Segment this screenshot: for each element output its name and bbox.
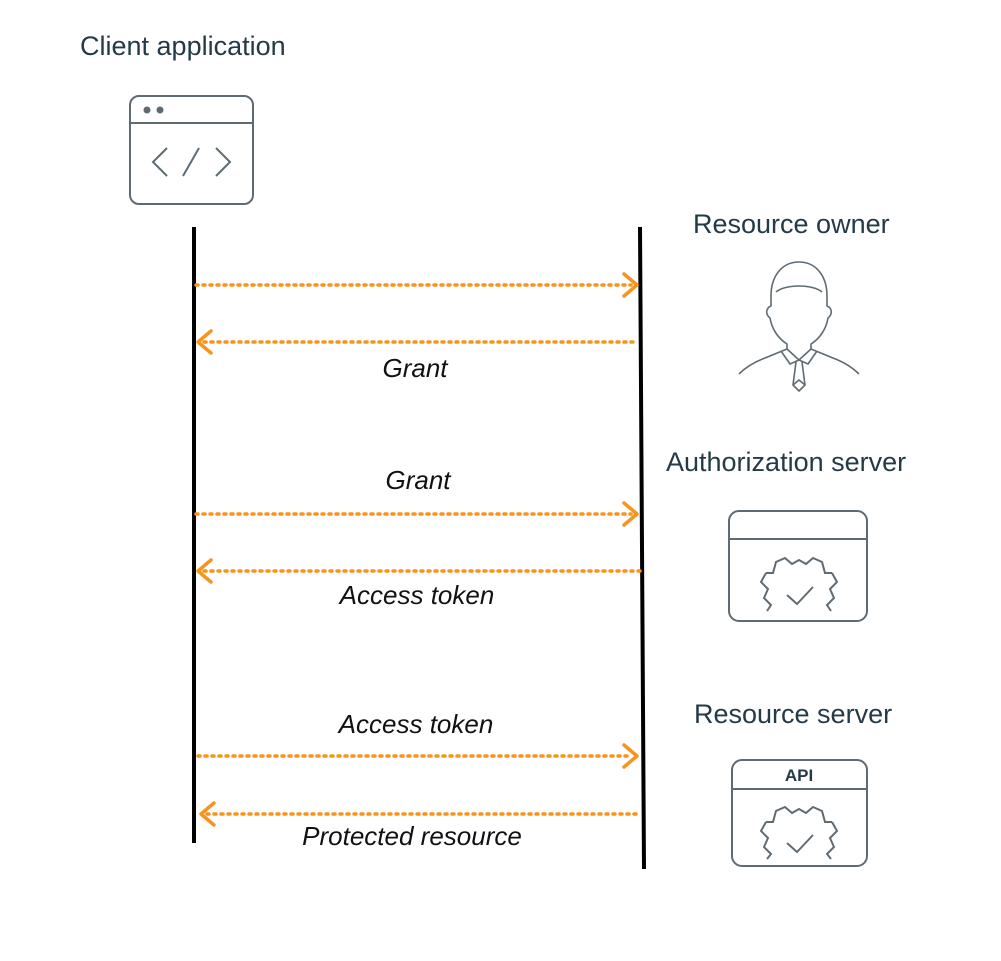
api-label: API: [785, 766, 813, 785]
message-arrow-6: [199, 801, 642, 827]
person-icon: [738, 261, 860, 392]
message-label-2: Grant: [382, 353, 448, 383]
message-arrow-5: [196, 743, 639, 769]
server-lifeline: [638, 226, 646, 870]
message-arrow-4: [196, 558, 642, 584]
message-arrow-2: [196, 329, 639, 355]
server-gear-check-icon: [728, 510, 868, 622]
api-server-gear-check-icon: [731, 759, 868, 867]
message-label-3: Grant: [385, 465, 451, 495]
resource-server-label: Resource server: [694, 699, 893, 729]
browser-code-window-icon: [129, 95, 254, 205]
resource-owner-label: Resource owner: [693, 209, 890, 239]
authorization-server-label: Authorization server: [666, 447, 907, 477]
message-label-6: Protected resource: [302, 821, 522, 851]
client-application-label: Client application: [80, 31, 286, 61]
message-arrow-3: [194, 501, 639, 527]
message-label-4: Access token: [339, 580, 495, 610]
message-arrows: [194, 272, 642, 827]
message-label-5: Access token: [338, 709, 494, 739]
message-arrow-1: [194, 272, 639, 298]
